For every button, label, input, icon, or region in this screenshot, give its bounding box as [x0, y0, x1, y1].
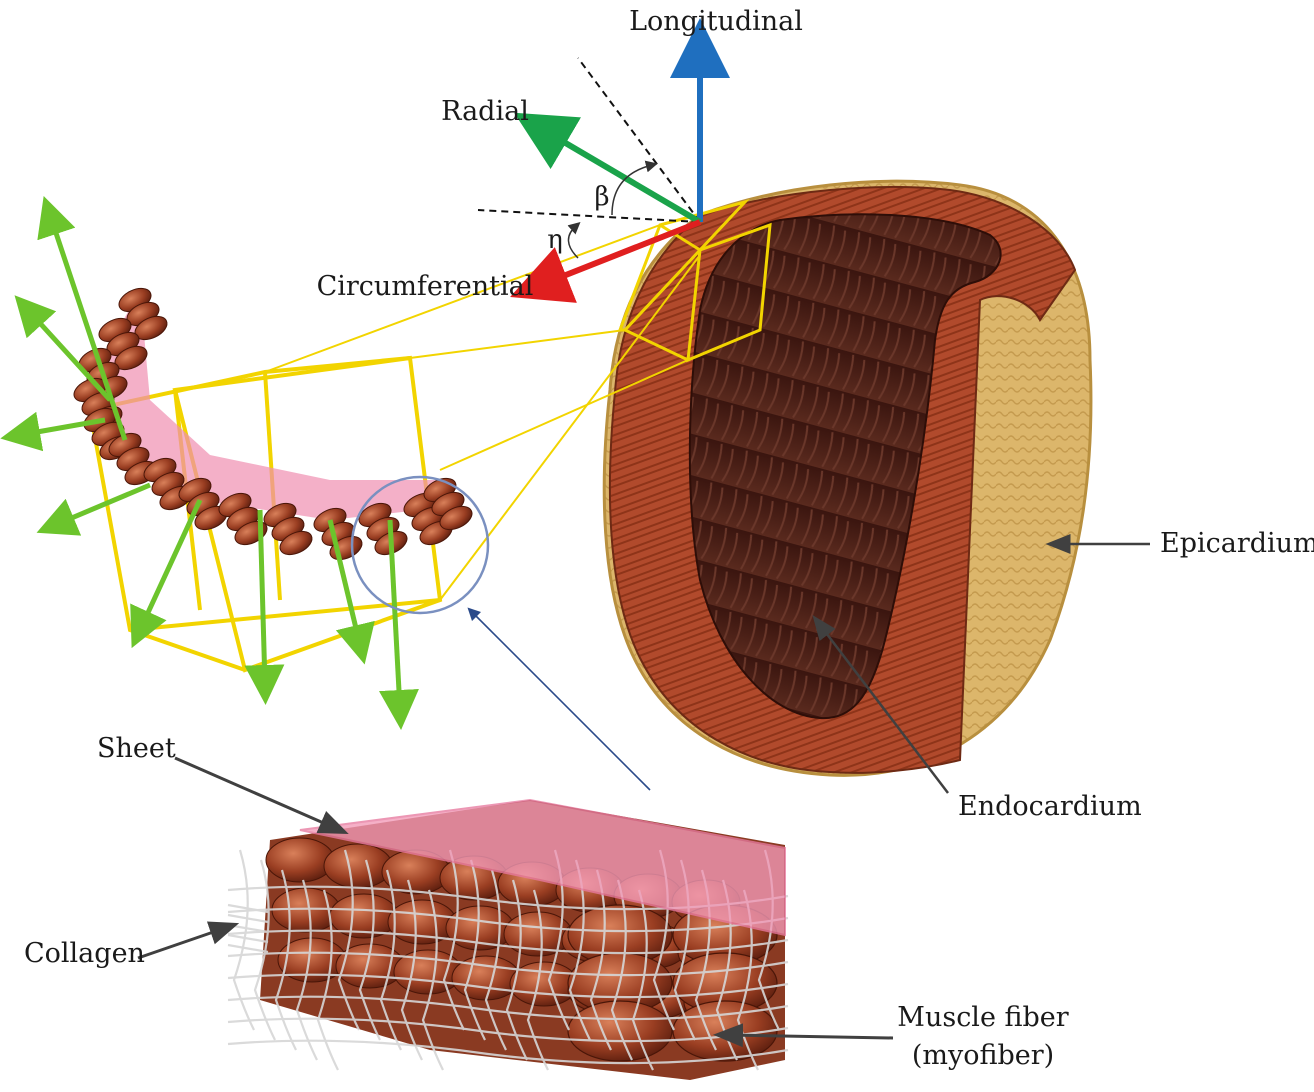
- sheet-label: Sheet: [97, 733, 176, 764]
- muscle-fiber-end: [266, 838, 334, 882]
- muscle-fiber-label: Muscle fiber: [897, 1002, 1068, 1033]
- magnifier-link: [472, 612, 650, 790]
- myofiber-label: (myofiber): [912, 1040, 1054, 1071]
- eta-reference-line: [478, 210, 700, 222]
- muscle-fiber-end: [388, 900, 456, 944]
- circumferential-label: Circumferential: [317, 271, 534, 302]
- fiber-direction-arrow: [140, 500, 200, 630]
- radial-label: Radial: [441, 96, 529, 127]
- endocardium-label: Endocardium: [958, 791, 1142, 822]
- fiber-direction-arrow: [260, 510, 265, 685]
- heart-cross-section: [604, 181, 1091, 775]
- beta-label: β: [594, 182, 609, 212]
- radial-arrow: [540, 128, 700, 222]
- fiber-direction-arrow: [55, 485, 150, 525]
- muscle-fiber-end: [324, 844, 392, 888]
- eta-label: η: [547, 225, 563, 255]
- eta-angle-arc: [568, 226, 578, 258]
- magnified-fiber-block: [228, 800, 788, 1080]
- epicardium-label: Epicardium: [1160, 528, 1314, 559]
- longitudinal-label: Longitudinal: [629, 6, 803, 37]
- collagen-label: Collagen: [24, 938, 145, 969]
